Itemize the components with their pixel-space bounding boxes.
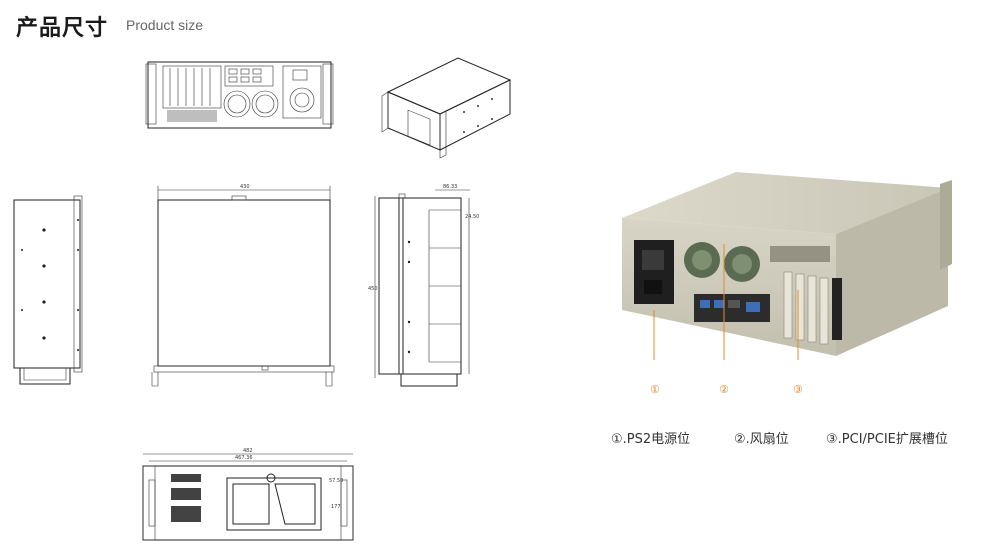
side-depth-dimension: 450 — [368, 286, 378, 292]
side-offset2-dimension: 24.50 — [465, 214, 479, 220]
page-title: 产品尺寸 — [16, 16, 109, 41]
front-h2-dimension: 57.50 — [329, 478, 343, 484]
side-view-left — [13, 195, 83, 385]
front-view-drawing: 482 467.36 57.50 177 — [142, 448, 354, 541]
top-view-drawing: 430 — [151, 184, 335, 387]
caption-pci: ③.PCI/PCIE扩展槽位 — [826, 432, 948, 447]
chassis-photo — [622, 172, 952, 360]
callout-2: ② — [719, 384, 729, 396]
rear-view-drawing — [145, 61, 334, 129]
front-inner-dimension: 467.36 — [235, 455, 253, 461]
top-width-dimension: 430 — [240, 184, 250, 190]
isometric-view-drawing — [381, 57, 512, 159]
callout-1: ① — [650, 384, 660, 396]
side-offset-dimension: 86.33 — [443, 184, 457, 190]
callout-3: ③ — [793, 384, 803, 396]
page-subtitle: Product size — [126, 17, 204, 33]
front-width-dimension: 482 — [243, 448, 253, 454]
side-view-right: 450 86.33 24.50 — [368, 184, 479, 387]
caption-psu: ①.PS2电源位 — [611, 432, 691, 447]
caption-fan: ②.风扇位 — [734, 432, 789, 447]
front-height-dimension: 177 — [331, 504, 341, 510]
